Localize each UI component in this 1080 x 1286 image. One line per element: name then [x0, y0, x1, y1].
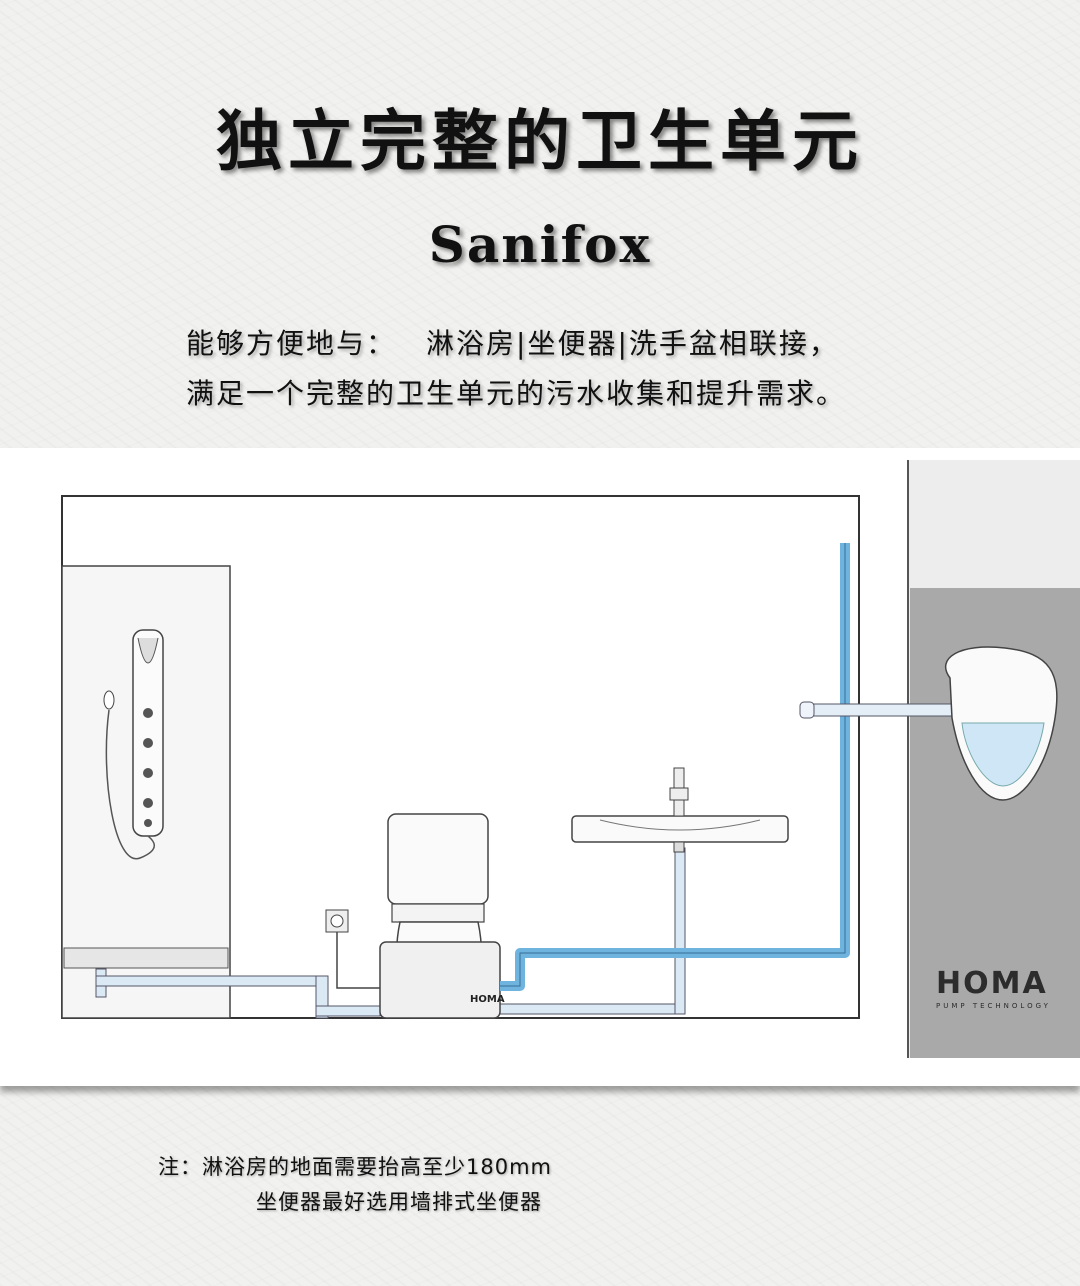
shower-panel — [103, 629, 164, 860]
diagram-svg: HOMA HOMA PUMP TECHNOLOGY — [61, 460, 1080, 1058]
power-socket — [325, 909, 382, 989]
description-items: 淋浴房|坐便器|洗手盆相联接， — [426, 327, 839, 360]
note-line-1: 注：淋浴房的地面需要抬高至少180mm — [158, 1155, 552, 1179]
urinal — [944, 646, 1058, 801]
gravity-drain-pipes — [95, 847, 686, 1019]
shower-tray — [63, 947, 229, 969]
wash-basin — [571, 767, 789, 853]
brand-name: Sanifox — [428, 215, 652, 274]
pump-logo: HOMA — [470, 994, 505, 1005]
description-line-2: 满足一个完整的卫生单元的污水收集和提升需求。 — [186, 377, 847, 410]
sanifox-pump: HOMA — [379, 941, 505, 1019]
homa-logo: HOMA PUMP TECHNOLOGY — [936, 966, 1051, 1010]
description-prefix: 能够方便地与： — [186, 327, 397, 360]
homa-tagline: PUMP TECHNOLOGY — [936, 1002, 1051, 1010]
homa-logo-text: HOMA — [936, 966, 1048, 1001]
page-title: 独立完整的卫生单元 — [216, 103, 864, 180]
note-line-2: 坐便器最好选用墙排式坐便器 — [256, 1190, 542, 1214]
installation-diagram: HOMA HOMA PUMP TECHNOLOGY — [0, 448, 1080, 1086]
transfer-pipe — [799, 701, 968, 719]
description-line-1: 能够方便地与： 淋浴房|坐便器|洗手盆相联接， — [186, 322, 839, 362]
